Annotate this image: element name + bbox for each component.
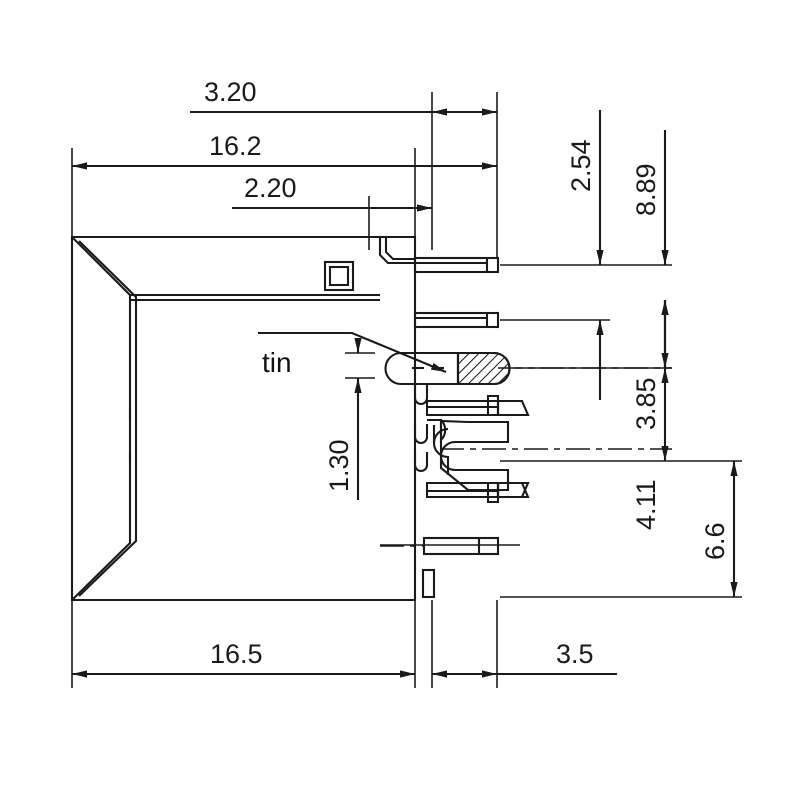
- bottom-tab: [421, 568, 436, 599]
- pin-top: [413, 256, 500, 274]
- dim-1-30-label: 1.30: [324, 439, 354, 492]
- pin-second: [413, 311, 500, 329]
- pin-bottom: [422, 536, 500, 556]
- upper-shell: [323, 237, 415, 292]
- dim-2-20: 2.20: [232, 173, 432, 212]
- dim-4-11: 4.11: [631, 368, 669, 530]
- dim-8-89-label: 8.89: [631, 163, 661, 216]
- fork-contact: [413, 385, 530, 504]
- dim-16-5: 16.5: [72, 639, 415, 678]
- dim-6-6-label: 6.6: [700, 522, 730, 560]
- dim-3-5-label: 3.5: [556, 639, 594, 669]
- tin-label: tin: [262, 347, 292, 378]
- dim-8-89: 8.89: [631, 130, 669, 368]
- dim-6-6: 6.6: [700, 461, 738, 597]
- dim-3-85-label: 3.85: [631, 377, 661, 430]
- pin-tinned: [384, 351, 511, 386]
- dim-3-20-label: 3.20: [204, 77, 257, 107]
- dim-2-54: 2.54: [566, 110, 604, 400]
- dim-16-2: 16.2: [72, 131, 497, 170]
- dim-3-85: 3.85: [631, 300, 669, 430]
- connector-body-outline: [70, 235, 417, 602]
- centre-lines: [380, 367, 672, 547]
- tin-leader: tin: [258, 331, 447, 378]
- dim-2-20-label: 2.20: [244, 173, 297, 203]
- dim-16-2-label: 16.2: [209, 131, 262, 161]
- dim-2-54-label: 2.54: [566, 139, 596, 192]
- dim-3-5: 3.5: [432, 639, 617, 678]
- dim-4-11-label: 4.11: [631, 479, 661, 530]
- dim-16-5-label: 16.5: [210, 639, 263, 669]
- dim-1-30: 1.30: [324, 338, 375, 500]
- dim-3-20: 3.20: [190, 77, 497, 116]
